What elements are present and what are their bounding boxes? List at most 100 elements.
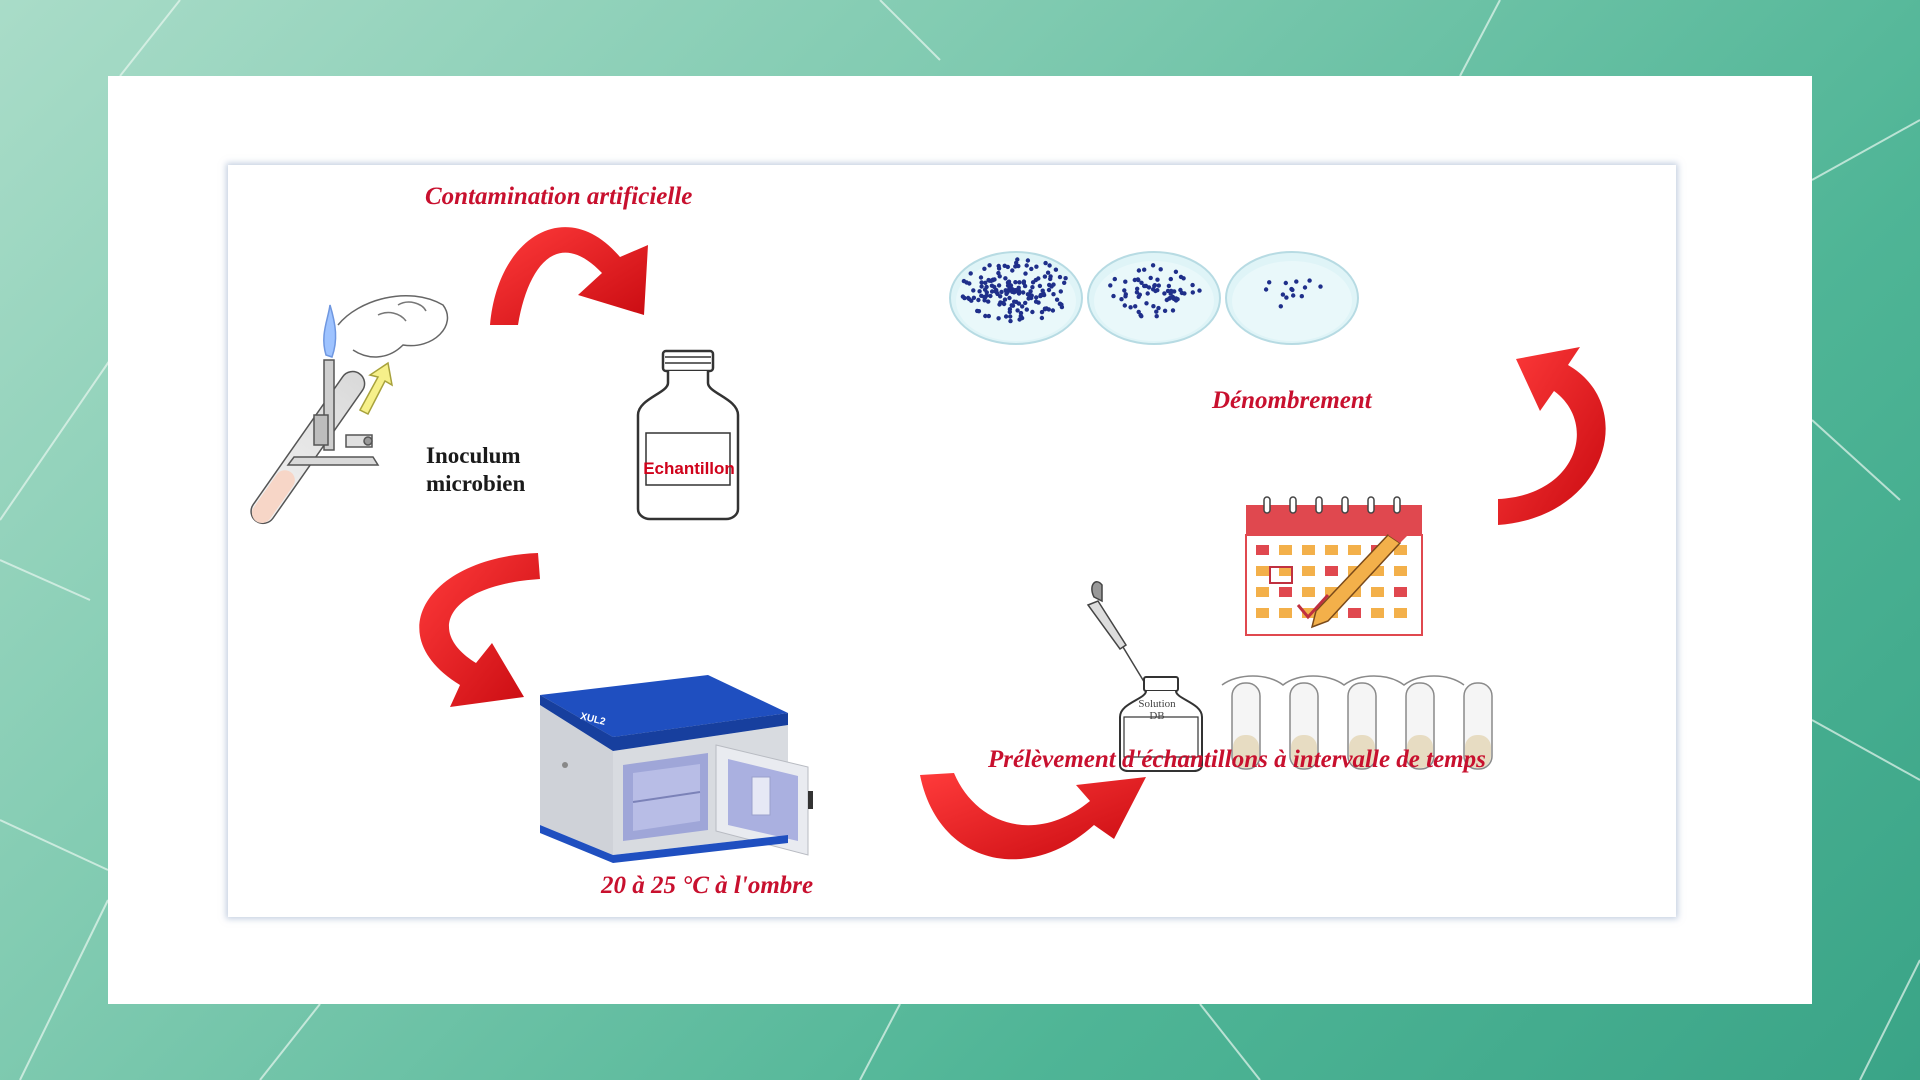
calendar-day-cell [1394, 608, 1407, 618]
colony-dot [1307, 278, 1312, 283]
colony-dot [1150, 287, 1156, 292]
colony-dot [1058, 301, 1063, 306]
colony-dot [968, 271, 973, 276]
incubator-icon [540, 675, 813, 863]
pipette-icon [1086, 581, 1147, 686]
colony-dot [1156, 305, 1161, 311]
colony-dot [998, 294, 1003, 299]
colony-dot [1151, 304, 1156, 309]
colony-dot [960, 294, 966, 299]
colony-dot [979, 284, 984, 289]
colony-dot [1013, 264, 1018, 269]
colony-dot [1007, 286, 1012, 292]
step-contamination-label: Contamination artificielle [425, 183, 693, 210]
inoculum-label: Inoculum microbien [426, 442, 525, 498]
calendar-day-cell [1279, 566, 1292, 576]
colony-dot [971, 295, 977, 300]
colony-dot [1003, 276, 1008, 281]
colony-dot [1302, 285, 1308, 290]
colony-dot [1009, 303, 1014, 308]
colony-dot [1145, 291, 1150, 296]
calendar-day-cell [1279, 545, 1292, 555]
colony-dot [1162, 308, 1168, 313]
colony-dot [993, 289, 998, 294]
colony-dot [1284, 295, 1289, 300]
calendar-day-cell [1394, 566, 1407, 576]
colony-dot [982, 287, 988, 292]
colony-dot [1173, 269, 1179, 274]
colony-dot [1190, 282, 1195, 288]
colony-dot [1034, 264, 1039, 269]
colony-dot [1181, 276, 1186, 281]
colony-dot [1008, 314, 1013, 319]
colony-dot [1051, 292, 1056, 297]
colony-dot [1156, 283, 1161, 288]
bottle-icon [1119, 676, 1203, 772]
calendar-day-cell [1371, 587, 1384, 597]
colony-dot [1023, 300, 1028, 306]
colony-dot [1017, 280, 1022, 285]
colony-dot [1144, 301, 1149, 306]
calendar-day-cell [1325, 566, 1338, 576]
colony-dot [1280, 292, 1286, 297]
calendar-day-cell [1302, 545, 1315, 555]
curved-arrow-icon [1498, 347, 1606, 525]
colony-dot [971, 288, 976, 293]
colony-dot [1122, 303, 1127, 308]
colony-dot [1139, 280, 1144, 285]
colony-dot [1294, 279, 1299, 284]
step-sampling-label: Prélèvement d'échantillons à intervalle … [988, 746, 1486, 773]
colony-dot [1053, 267, 1059, 272]
colony-dot [1045, 270, 1051, 275]
colony-dot [1021, 290, 1026, 295]
colony-dot [986, 277, 991, 283]
colony-dot [1034, 295, 1039, 300]
sample-bottle-label: Echantillon [643, 459, 735, 478]
colony-dot [1005, 264, 1010, 270]
colony-dot [1047, 263, 1052, 268]
colony-dot [1039, 309, 1045, 315]
colony-dot [1283, 280, 1289, 286]
bottle-icon [636, 349, 740, 521]
colony-dot [1020, 304, 1025, 309]
diagram-graphics [250, 227, 1606, 863]
colony-dot [1119, 297, 1124, 302]
colony-dot [1026, 296, 1031, 301]
colony-dot [1015, 257, 1020, 262]
colony-dot [996, 316, 1001, 321]
colony-dot [1136, 268, 1142, 273]
colony-dot [1135, 277, 1141, 282]
colony-dot [1154, 309, 1159, 314]
colony-dot [1299, 294, 1305, 299]
test-tube-rack-icon [1221, 675, 1493, 770]
colony-dot [961, 278, 967, 284]
colony-dot [1010, 268, 1015, 273]
colony-dot [1291, 293, 1296, 298]
colony-dot [1015, 308, 1020, 313]
colony-dot [1158, 267, 1163, 272]
colony-dot [982, 266, 987, 271]
colony-dot [1128, 305, 1133, 310]
colony-dot [1030, 285, 1035, 290]
colony-dot [1047, 282, 1052, 288]
calendar-icon [1245, 496, 1423, 636]
colony-dot [996, 263, 1001, 269]
colony-dot [1014, 260, 1019, 265]
colony-dot [1024, 263, 1029, 268]
inoculum-label-line1: Inoculum [426, 443, 521, 468]
colony-dot [1162, 291, 1167, 296]
colony-dot [1168, 291, 1173, 296]
colony-dot [1059, 304, 1065, 310]
colony-dot [1136, 294, 1141, 299]
colony-dot [1166, 283, 1172, 289]
colony-dot [1054, 297, 1060, 302]
colony-dot [1152, 283, 1157, 288]
colony-dot [1062, 280, 1067, 285]
colony-dot [1013, 280, 1018, 285]
colony-dot [979, 293, 984, 298]
colony-dot [992, 284, 997, 290]
colony-dot [1111, 293, 1116, 299]
calendar-day-cell [1256, 608, 1269, 618]
solution-bottle-label-line1: Solution [1138, 698, 1176, 710]
